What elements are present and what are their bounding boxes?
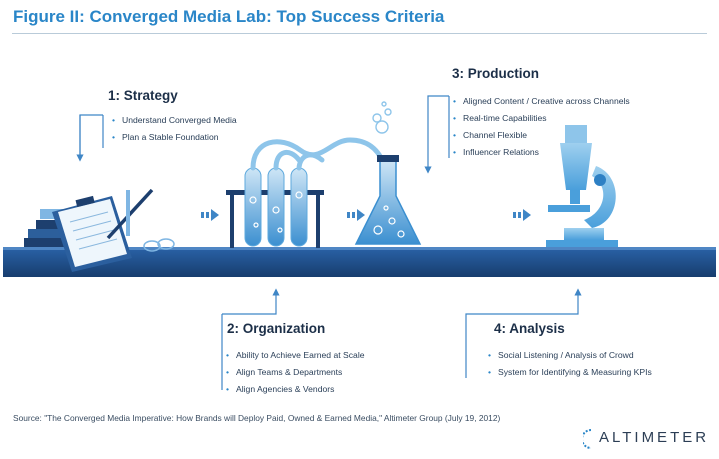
altimeter-logo: ALTIMETER [599, 429, 710, 446]
list-item: Ability to Achieve Earned at Scale [226, 348, 365, 365]
organization-list: Ability to Achieve Earned at Scale Align… [226, 348, 365, 399]
strategy-list: Understand Converged Media Plan a Stable… [112, 113, 237, 147]
source-citation: Source: "The Converged Media Imperative:… [13, 413, 501, 423]
arrow-icon [201, 209, 531, 221]
analysis-connector [465, 288, 582, 378]
strategy-heading: 1: Strategy [108, 88, 178, 103]
title-divider [12, 33, 707, 34]
analysis-list: Social Listening / Analysis of Crowd Sys… [488, 348, 652, 382]
production-list: Aligned Content / Creative across Channe… [453, 94, 630, 162]
list-item: Understand Converged Media [112, 113, 237, 130]
list-item: Align Agencies & Vendors [226, 382, 365, 399]
test-tubes-icon [226, 137, 386, 248]
clipboard-icon [52, 188, 175, 272]
altimeter-logo-icon [583, 429, 592, 449]
list-item: Social Listening / Analysis of Crowd [488, 348, 652, 365]
strategy-connector [76, 114, 104, 162]
analysis-heading: 4: Analysis [494, 321, 565, 336]
list-item: Channel Flexible [453, 128, 630, 145]
production-connector [424, 95, 450, 174]
production-heading: 3: Production [452, 66, 539, 81]
list-item: System for Identifying & Measuring KPIs [488, 365, 652, 382]
list-item: Real-time Capabilities [453, 111, 630, 128]
list-item: Align Teams & Departments [226, 365, 365, 382]
list-item: Influencer Relations [453, 145, 630, 162]
figure-title: Figure II: Converged Media Lab: Top Succ… [13, 7, 445, 26]
list-item: Plan a Stable Foundation [112, 130, 237, 147]
organization-connector [221, 288, 280, 390]
flask-icon [354, 101, 422, 245]
organization-heading: 2: Organization [227, 321, 326, 336]
list-item: Aligned Content / Creative across Channe… [453, 94, 630, 111]
